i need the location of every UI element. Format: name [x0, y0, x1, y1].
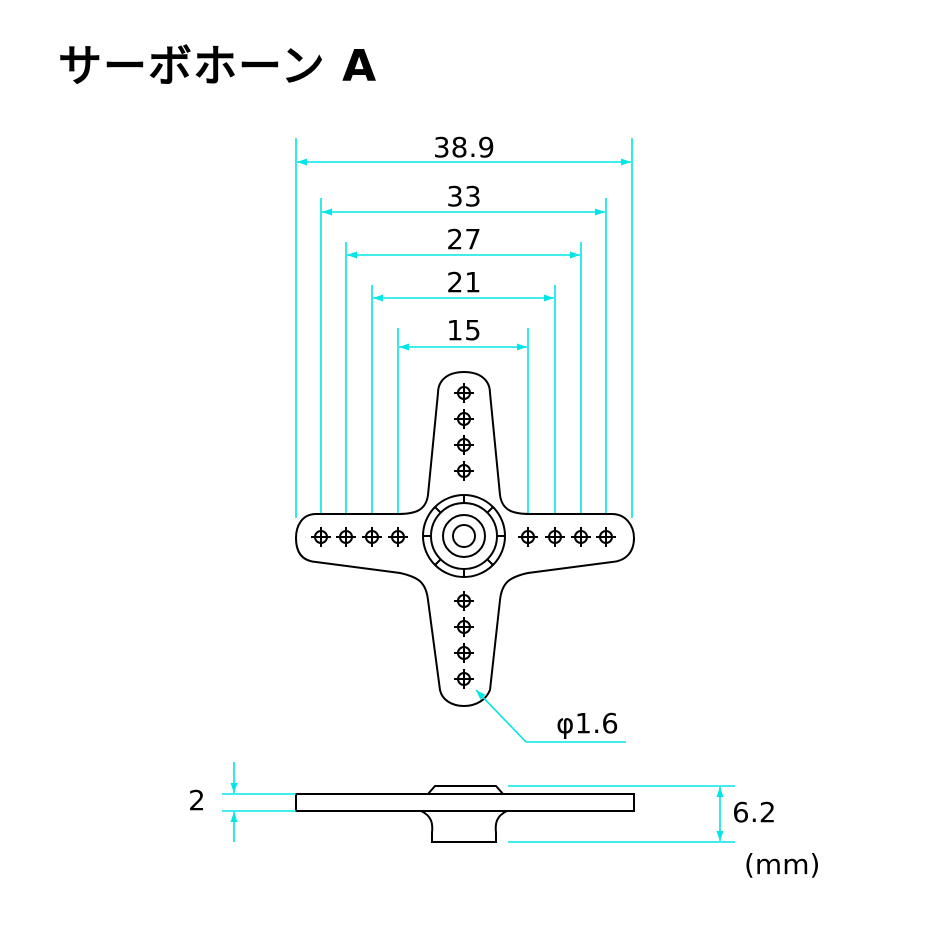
hole-diameter-label: φ1.6 [556, 707, 619, 740]
dimension-thickness: 2 [188, 762, 296, 842]
hole-right-1 [518, 527, 538, 547]
dimension-label-27: 27 [446, 223, 482, 256]
dimension-15: 15 [399, 314, 527, 351]
dimension-height: 6.2 [508, 785, 777, 843]
dimension-33: 33 [322, 180, 605, 216]
hole-left-3 [362, 527, 382, 547]
hole-bottom-3 [454, 643, 474, 663]
horn-side-view [295, 785, 635, 843]
dimension-label-thickness: 2 [188, 784, 206, 817]
extension-lines [295, 138, 633, 518]
dimension-label-21: 21 [446, 266, 482, 299]
holes [311, 383, 616, 689]
hole-left-2 [336, 527, 356, 547]
hole-bottom-1 [454, 591, 474, 611]
center-hub [422, 494, 506, 578]
hole-bottom-4 [454, 669, 474, 689]
hole-left-1 [311, 527, 331, 547]
dimension-label-33: 33 [446, 180, 482, 213]
hole-right-3 [571, 527, 591, 547]
hole-top-3 [454, 435, 474, 455]
unit-label: (mm) [744, 848, 820, 881]
hole-top-2 [454, 409, 474, 429]
hole-diameter-callout: φ1.6 [475, 689, 626, 743]
page-title: サーボホーン A [58, 41, 378, 92]
hole-right-4 [596, 527, 616, 547]
hole-top-4 [454, 461, 474, 481]
dimension-label-38-9: 38.9 [433, 131, 495, 164]
hole-bottom-2 [454, 617, 474, 637]
hole-left-4 [388, 527, 408, 547]
hole-top-1 [454, 383, 474, 403]
dimension-label-15: 15 [446, 314, 482, 347]
dimension-38-9: 38.9 [297, 131, 631, 166]
hole-right-2 [545, 527, 565, 547]
dimension-27: 27 [347, 223, 580, 259]
dimension-21: 21 [373, 266, 554, 302]
dimension-label-height: 6.2 [732, 796, 777, 829]
